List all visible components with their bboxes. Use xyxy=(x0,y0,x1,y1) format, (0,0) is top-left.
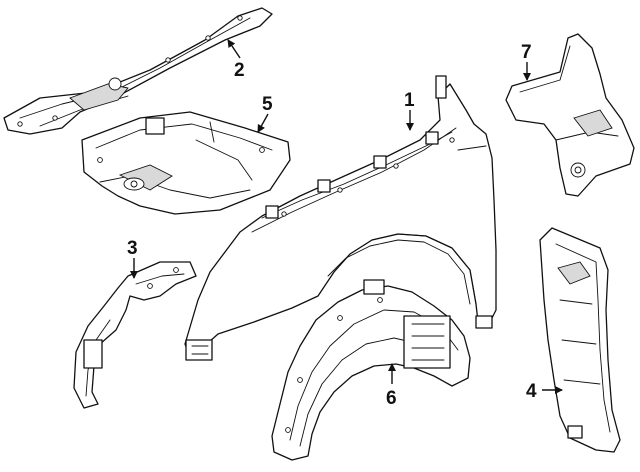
part-7-rear-bracket xyxy=(505,33,635,197)
part-2-upper-rail xyxy=(3,7,273,135)
callout-2: 2 xyxy=(234,60,245,81)
callout-labels: 1 2 3 4 5 6 7 xyxy=(127,42,537,409)
part-5-apron-housing xyxy=(81,111,291,215)
leader-5 xyxy=(257,113,269,133)
part-6-splash-shield xyxy=(271,279,471,461)
callout-leaders xyxy=(130,39,563,394)
callout-4: 4 xyxy=(526,381,537,402)
part-4-seal xyxy=(539,227,621,453)
leader-2 xyxy=(227,39,241,59)
part-3-bracket xyxy=(73,261,197,409)
callout-3: 3 xyxy=(127,238,138,259)
callout-1: 1 xyxy=(404,90,415,111)
callout-6: 6 xyxy=(386,388,397,409)
callout-5: 5 xyxy=(262,94,273,115)
callout-7: 7 xyxy=(521,42,532,63)
part-1-fender xyxy=(184,75,497,361)
